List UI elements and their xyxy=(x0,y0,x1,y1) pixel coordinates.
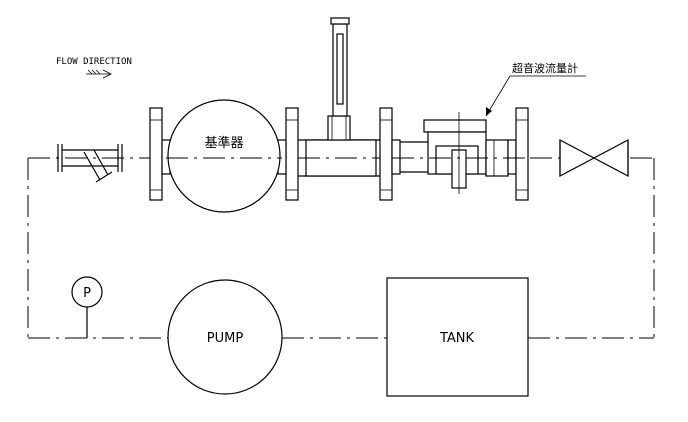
piping-loop xyxy=(27,157,655,339)
leader-arrow-icon xyxy=(485,75,586,117)
thermometer-pipe xyxy=(298,17,380,177)
reference-meter xyxy=(167,99,281,213)
gate-valve xyxy=(559,139,629,177)
tank xyxy=(386,277,529,397)
flow-direction-label: FLOW DIRECTION xyxy=(56,57,132,67)
pump xyxy=(167,279,283,395)
flow-direction-arrow-icon xyxy=(86,69,112,79)
reference-meter-label: 基準器 xyxy=(204,135,243,151)
strainer xyxy=(57,144,123,183)
tank-label: TANK xyxy=(439,331,475,346)
ultrasonic-flowmeter xyxy=(379,107,529,201)
pump-label: PUMP xyxy=(207,331,244,346)
pressure-gauge-label: P xyxy=(83,286,91,301)
reference-meter-flanges xyxy=(149,107,299,201)
ultrasonic-flowmeter-label: 超音波流量計 xyxy=(512,61,578,75)
